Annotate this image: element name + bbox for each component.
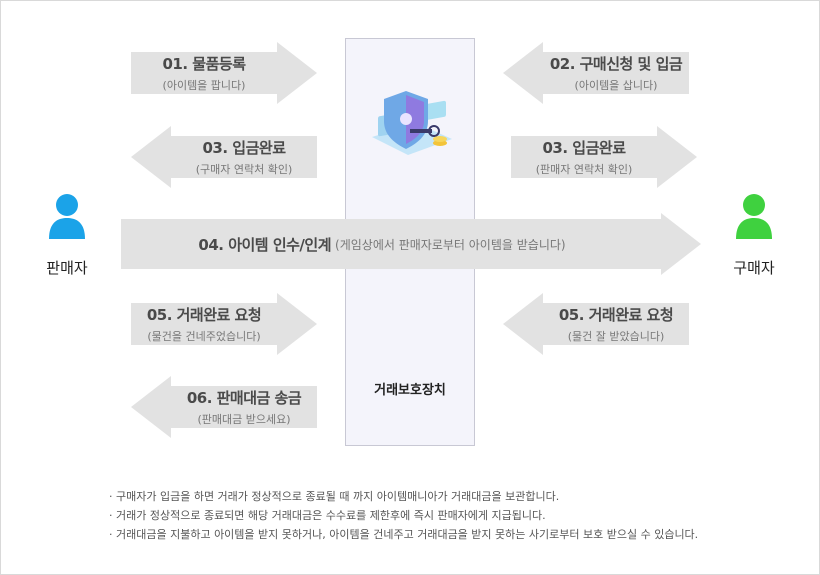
- step-01-subtitle: (아이템을 팝니다): [162, 79, 246, 92]
- seller-label: 판매자: [46, 259, 88, 277]
- step-05-buyer-title: 05. 거래완료 요청: [558, 306, 674, 324]
- step-02-arrow: 02. 구매신청 및 입금 (아이템을 삽니다): [503, 42, 689, 104]
- step-06-subtitle: (판매대금 받으세요): [197, 413, 291, 426]
- step-03-seller-subtitle: (구매자 연락처 확인): [195, 163, 293, 176]
- shield-key-icon: [364, 85, 458, 165]
- buyer-label: 구매자: [733, 259, 775, 277]
- step-05-seller-arrow: 05. 거래완료 요청 (물건을 건네주었습니다): [131, 293, 317, 355]
- step-03-seller-title: 03. 입금완료: [202, 139, 287, 157]
- notes: · 구매자가 입금을 하면 거래가 정상적으로 종료될 때 까지 아이템매니아가…: [109, 487, 698, 544]
- note-line: · 거래대금을 지불하고 아이템을 받지 못하거나, 아이템을 건네주고 거래대…: [109, 528, 699, 541]
- note-line: · 구매자가 입금을 하면 거래가 정상적으로 종료될 때 까지 아이템매니아가…: [109, 490, 560, 503]
- buyer-icon: [734, 193, 774, 241]
- step-05-buyer-arrow: 05. 거래완료 요청 (물건 잘 받았습니다): [503, 293, 689, 355]
- step-06-title: 06. 판매대금 송금: [186, 389, 302, 407]
- step-03-buyer-title: 03. 입금완료: [542, 139, 627, 157]
- step-02-title: 02. 구매신청 및 입금: [549, 55, 683, 73]
- step-01-arrow: 01. 물품등록 (아이템을 팝니다): [131, 42, 317, 104]
- step-04-title: 04. 아이템 인수/인계: [198, 235, 332, 254]
- step-02-subtitle: (아이템을 삽니다): [574, 79, 658, 92]
- seller-icon: [47, 193, 87, 241]
- step-03-seller-arrow: 03. 입금완료 (구매자 연락처 확인): [131, 126, 317, 188]
- step-05-buyer-subtitle: (물건 잘 받았습니다): [567, 330, 665, 343]
- step-06-arrow: 06. 판매대금 송금 (판매대금 받으세요): [131, 376, 317, 438]
- trade-protection-label: 거래보호장치: [374, 383, 446, 398]
- step-04-label: 04. 아이템 인수/인계 (게임상에서 판매자로부터 아이템을 받습니다): [121, 219, 643, 269]
- step-03-buyer-arrow: 03. 입금완료 (판매자 연락처 확인): [511, 126, 697, 188]
- step-04-arrow: [121, 213, 701, 275]
- note-line: · 거래가 정상적으로 종료되면 해당 거래대금은 수수료를 제한후에 즉시 판…: [109, 509, 546, 522]
- step-05-seller-subtitle: (물건을 건네주었습니다): [147, 330, 261, 343]
- step-04-subtitle: (게임상에서 판매자로부터 아이템을 받습니다): [335, 237, 566, 252]
- step-03-buyer-subtitle: (판매자 연락처 확인): [535, 163, 633, 176]
- step-05-seller-title: 05. 거래완료 요청: [146, 306, 262, 324]
- step-01-title: 01. 물품등록: [162, 55, 247, 73]
